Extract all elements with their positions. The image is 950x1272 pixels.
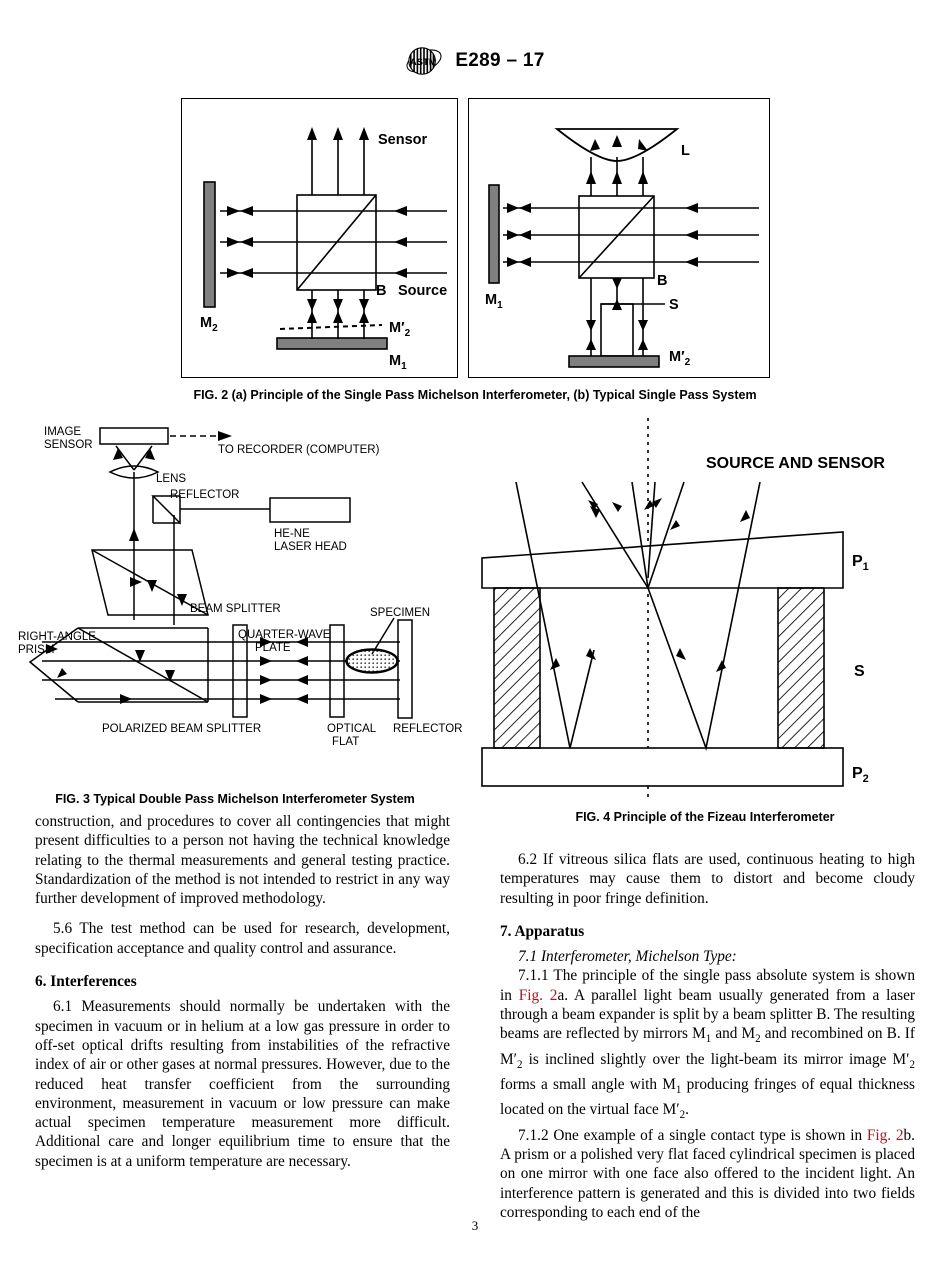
- fig3-label-image-sensor-line2: SENSOR: [44, 439, 93, 451]
- svg-text:ASTM: ASTM: [410, 57, 437, 68]
- fig3-label-quarter-wave-line1: QUARTER-WAVE: [238, 629, 331, 641]
- fig4-label-p2: P2: [852, 765, 869, 785]
- paragraph-6-1: 6.1 Measurements should normally be unde…: [35, 998, 450, 1170]
- figure-2: Sensor B Source M2 M′2 M1: [0, 98, 950, 402]
- fig3-label-image-sensor-line1: IMAGE: [44, 426, 81, 438]
- fig3-label-right-angle-line1: RIGHT-ANGLE: [18, 631, 96, 643]
- heading-7-apparatus: 7. Apparatus: [500, 922, 585, 940]
- fig2a-label-source: Source: [398, 283, 447, 299]
- fig3-label-laser-line1: HE-NE: [274, 528, 310, 540]
- fig3-label-lens: LENS: [156, 473, 186, 485]
- fig3-label-reflector-top: REFLECTOR: [170, 489, 239, 501]
- sub-4: 2: [909, 1058, 916, 1071]
- standard-designation: E289 – 17: [455, 50, 545, 71]
- fig2b-label-beamsplitter: B: [657, 273, 667, 289]
- sub-6: 2: [679, 1109, 686, 1122]
- fig3-label-optical-flat-line2: FLAT: [332, 736, 359, 748]
- figure-3-caption: FIG. 3 Typical Double Pass Michelson Int…: [55, 792, 415, 806]
- p712-text-b: b. A prism or a polished very flat faced…: [500, 1126, 916, 1221]
- fig3-label-optical-flat-line1: OPTICAL: [327, 723, 377, 735]
- fig2a-label-m2prime: M′2: [389, 320, 411, 339]
- astm-logo-icon: ASTM: [406, 47, 442, 75]
- fig3-label-right-angle-line2: PRISM: [18, 644, 54, 656]
- fig2a-label-sensor: Sensor: [378, 132, 428, 148]
- paragraph-7-1: 7.1 Interferometer, Michelson Type:: [518, 948, 737, 966]
- heading-6-interferences: 6. Interferences: [35, 973, 137, 991]
- figure-2a-diagram: Sensor B Source M2 M′2 M1: [200, 127, 447, 372]
- fig2a-label-beamsplitter: B: [376, 283, 386, 299]
- page-number: 3: [471, 1218, 479, 1233]
- fig3-label-quarter-wave-line2: PLATE: [255, 642, 291, 654]
- sub-2: 2: [755, 1033, 761, 1046]
- figure-2b-panel: L B S M1 M′2: [467, 98, 770, 378]
- paragraph-5-5-continued: construction, and procedures to cover al…: [35, 813, 450, 908]
- figure-3: IMAGE SENSOR TO RECORDER (COMPUTER) LENS…: [0, 410, 470, 806]
- fig3-label-reflector-right: REFLECTOR: [393, 723, 462, 735]
- fig4-label-p1: P1: [852, 553, 869, 573]
- crossref-fig2a[interactable]: Fig. 2: [518, 986, 558, 1004]
- figure-2-caption: FIG. 2 (a) Principle of the Single Pass …: [193, 388, 757, 402]
- p711-text-h: .: [685, 1101, 689, 1119]
- fig2a-label-m2: M2: [200, 315, 218, 334]
- p711-text-b: a. A parallel light beam usually generat…: [500, 986, 915, 1043]
- fig3-label-polarized-beam-splitter: POLARIZED BEAM SPLITTER: [102, 723, 261, 735]
- fig2b-label-lens: L: [681, 143, 690, 159]
- sub-5: 1: [675, 1084, 682, 1097]
- p711-text-f: forms a small angle with M: [500, 1076, 676, 1094]
- p712-text-a: 7.1.2 One example of a single contact ty…: [518, 1126, 867, 1144]
- figure-4-diagram: SOURCE AND SENSOR P1 S P2: [481, 418, 885, 798]
- figure-2a-panel: Sensor B Source M2 M′2 M1: [180, 98, 458, 378]
- p711-text-d: and recombined on B. If M′: [500, 1025, 915, 1068]
- figures-3-and-4: IMAGE SENSOR TO RECORDER (COMPUTER) LENS…: [0, 410, 950, 824]
- fig2b-label-m1: M1: [485, 292, 503, 311]
- p711-text-c: and M: [711, 1025, 756, 1043]
- fig4-label-source-sensor: SOURCE AND SENSOR: [706, 455, 885, 472]
- fig3-label-beam-splitter: BEAM SPLITTER: [190, 603, 281, 615]
- p711-text-e: is inclined slightly over the light-beam…: [522, 1050, 910, 1068]
- p711-text-a: 7.1.1 The principle of the single pass a…: [500, 967, 915, 1004]
- paragraph-6-2: 6.2 If vitreous silica flats are used, c…: [500, 851, 915, 907]
- fig2b-label-m2prime: M′2: [669, 349, 691, 368]
- paragraph-5-6: 5.6 The test method can be used for rese…: [35, 920, 450, 957]
- paragraph-7-1-1: 7.1.1 The principle of the single pass a…: [500, 966, 915, 1125]
- sub-1: 1: [705, 1033, 712, 1046]
- figure-4: SOURCE AND SENSOR P1 S P2 FIG. 4 Princip…: [470, 410, 940, 824]
- fig2b-label-specimen: S: [669, 297, 679, 313]
- sub-3: 2: [516, 1058, 523, 1071]
- fig2a-label-m1: M1: [389, 353, 407, 372]
- figure-3-diagram: IMAGE SENSOR TO RECORDER (COMPUTER) LENS…: [18, 426, 462, 748]
- fig3-label-specimen: SPECIMEN: [370, 607, 430, 619]
- fig3-label-laser-line2: LASER HEAD: [274, 541, 347, 553]
- paragraph-7-1-2: 7.1.2 One example of a single contact ty…: [500, 1126, 915, 1222]
- crossref-fig2b[interactable]: Fig. 2: [866, 1126, 904, 1144]
- body-text: construction, and procedures to cover al…: [35, 812, 915, 1222]
- figure-2b-diagram: L B S M1 M′2: [485, 128, 759, 368]
- figure-4-caption: FIG. 4 Principle of the Fizeau Interfero…: [575, 810, 835, 824]
- right-text-column: 6.2 If vitreous silica flats are used, c…: [500, 812, 915, 1222]
- page-header: ASTM E289 – 17: [0, 44, 950, 78]
- fig4-label-s: S: [854, 663, 865, 680]
- fig3-label-to-recorder: TO RECORDER (COMPUTER): [218, 444, 380, 456]
- p711-text-g: producing fringes of equal thickness loc…: [500, 1076, 915, 1119]
- left-text-column: construction, and procedures to cover al…: [35, 812, 450, 1222]
